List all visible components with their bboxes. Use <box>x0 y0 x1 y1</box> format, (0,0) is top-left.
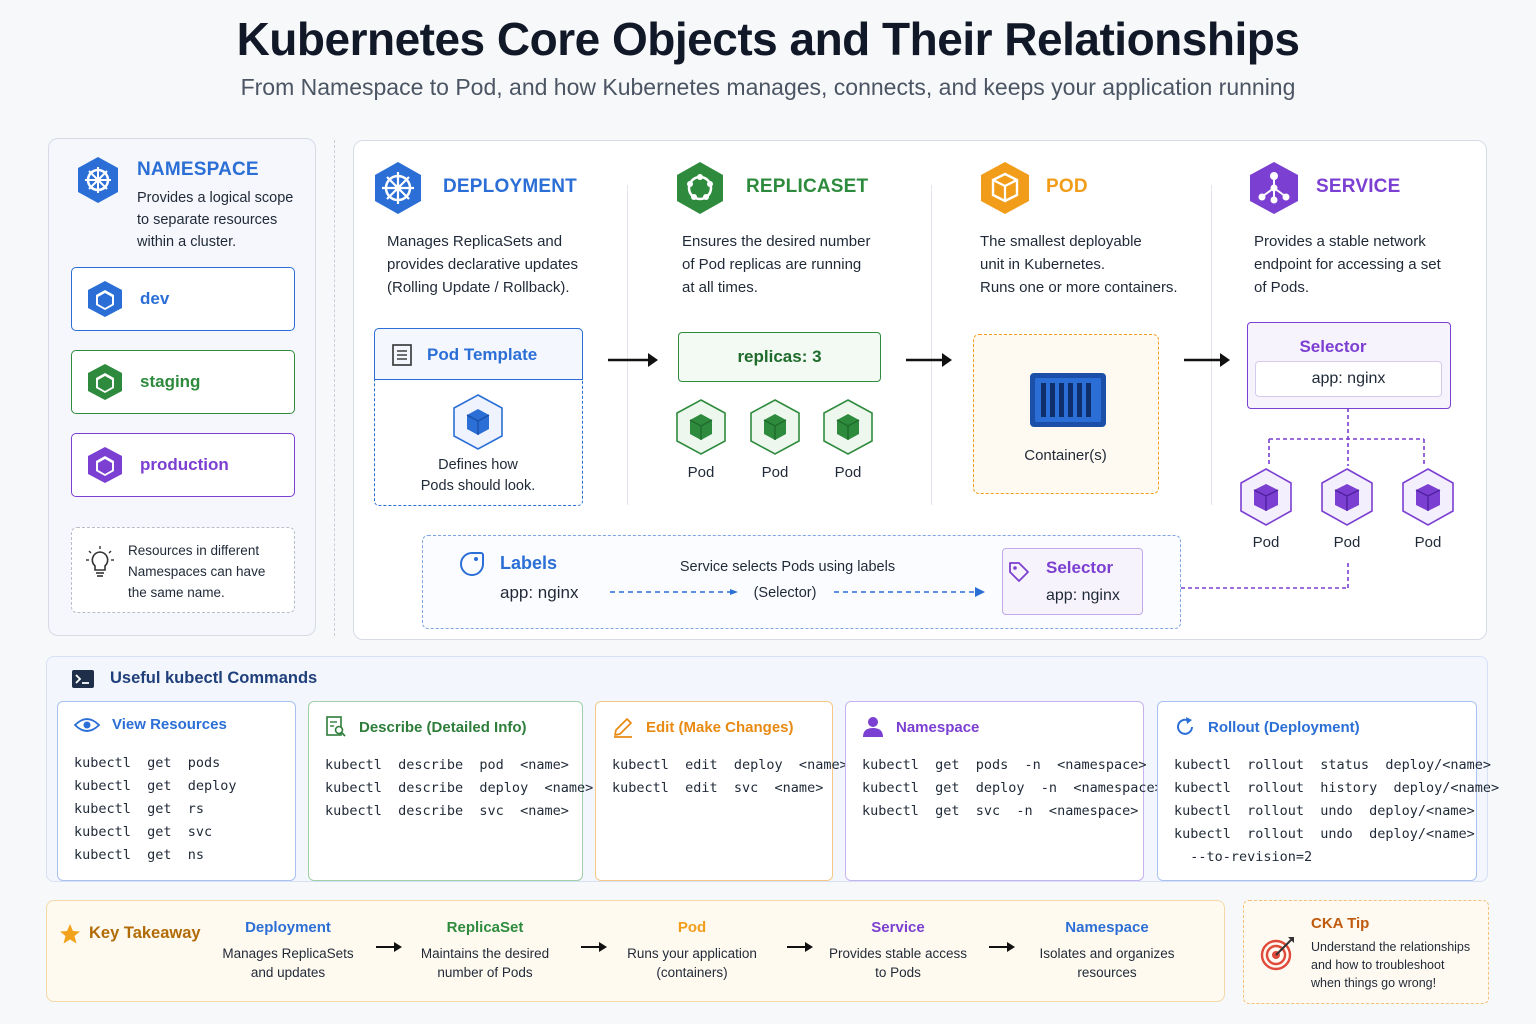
column-divider <box>931 185 932 505</box>
namespace-chip-production[interactable]: production <box>71 433 295 497</box>
selector-connector <box>1268 408 1425 466</box>
service-selector: Selector app: nginx <box>1247 322 1451 409</box>
separator <box>334 140 335 636</box>
pod-label: Pod <box>761 464 789 481</box>
column-divider <box>627 185 628 505</box>
arrow-icon <box>906 353 952 367</box>
labels-value: app: nginx <box>500 583 579 602</box>
commands-title: Useful kubectl Commands <box>110 669 318 687</box>
labels-middle-sub: (Selector) <box>753 585 817 601</box>
replicas-box: replicas: 3 <box>678 332 881 382</box>
pod-icon <box>750 399 800 455</box>
pencil-icon <box>614 718 632 738</box>
cmd-group-rollout: Rollout (Deployment) kubectl rollout sta… <box>1157 701 1499 881</box>
cka-desc: Understand the relationships and how to … <box>1311 940 1471 990</box>
replicaset-icon <box>677 162 723 214</box>
pod-template: Pod Template Defines how Pods should loo… <box>373 327 583 506</box>
cmd-group-view: View Resources kubectl get pods kubectl … <box>57 701 296 881</box>
labels-selector: Selector app: nginx <box>1002 548 1143 615</box>
cmd-group-edit: Edit (Make Changes) kubectl edit deploy … <box>595 701 848 881</box>
replicaset-desc: Ensures the desired number of Pod replic… <box>682 233 871 296</box>
container-box: Container(s) <box>973 334 1159 494</box>
cube-icon <box>88 364 122 400</box>
arrow-icon <box>581 942 607 952</box>
labels-middle-text: Service selects Pods using labels <box>679 559 896 575</box>
cka-title: CKA Tip <box>1311 915 1370 932</box>
page-subtitle: From Namespace to Pod, and how Kubernete… <box>240 74 1296 100</box>
arrow-icon <box>608 353 658 367</box>
cube-icon <box>453 394 503 450</box>
takeaway-deployment: Deployment Manages ReplicaSets and updat… <box>222 919 354 980</box>
commands-panel: Useful kubectl Commands View Resources k… <box>46 656 1499 882</box>
key-takeaway-panel: Key Takeaway Deployment Manages ReplicaS… <box>46 900 1225 1002</box>
tag-icon <box>1009 562 1029 582</box>
namespace-tip: Resources in different Namespaces can ha… <box>71 527 295 613</box>
key-takeaway-title: Key Takeaway <box>89 924 201 942</box>
takeaway-service: Service Provides stable access to Pods <box>828 919 968 980</box>
terminal-icon <box>72 670 94 688</box>
cube-icon <box>88 281 122 317</box>
refresh-icon <box>1177 717 1193 735</box>
pod-icon <box>1240 468 1292 526</box>
pod-title: POD <box>1046 176 1088 197</box>
service-title: SERVICE <box>1316 176 1401 197</box>
pod-icon <box>823 399 873 455</box>
cmd-group-describe: Describe (Detailed Info) kubectl describ… <box>308 701 593 881</box>
namespace-chip-dev[interactable]: dev <box>71 267 295 331</box>
page-title: Kubernetes Core Objects and Their Relati… <box>236 13 1300 65</box>
pod-template-desc: Defines how Pods should look. <box>420 457 536 494</box>
eye-icon <box>74 717 100 732</box>
pod-label: Pod <box>687 464 715 481</box>
cka-tip: CKA Tip Understand the relationships and… <box>1243 900 1489 1004</box>
service-icon <box>1250 162 1298 214</box>
cube-icon <box>88 447 122 483</box>
pod-desc: The smallest deployable unit in Kubernet… <box>980 233 1178 296</box>
pod-label: Pod <box>1252 534 1280 551</box>
deployment-icon <box>375 162 421 214</box>
container-label: Container(s) <box>1024 447 1107 464</box>
target-icon <box>1260 937 1294 971</box>
container-icon <box>1030 373 1106 427</box>
replicaset-title: REPLICASET <box>746 176 869 197</box>
labels-title: Labels <box>500 553 558 573</box>
document-icon <box>392 344 412 366</box>
document-search-icon <box>326 716 346 737</box>
namespace-title: NAMESPACE <box>137 159 259 180</box>
dashed-arrow <box>610 587 985 597</box>
namespace-chip-staging[interactable]: staging <box>71 350 295 414</box>
cmd-group-namespace: Namespace kubectl get pods -n <namespace… <box>845 701 1163 881</box>
pod-icon <box>676 399 726 455</box>
namespace-desc: Provides a logical scope to separate res… <box>137 190 294 250</box>
arrow-icon <box>787 942 813 952</box>
deployment-desc: Manages ReplicaSets and provides declara… <box>387 233 578 296</box>
arrow-icon <box>989 942 1015 952</box>
namespace-icon <box>78 157 118 203</box>
pod-label: Pod <box>834 464 862 481</box>
tag-icon <box>460 552 484 576</box>
arrow-icon <box>1184 353 1230 367</box>
takeaway-replicaset: ReplicaSet Maintains the desired number … <box>420 919 550 980</box>
pod-template-title: Pod Template <box>427 345 538 364</box>
lightbulb-icon <box>86 546 114 577</box>
column-divider <box>1211 185 1212 505</box>
selector-link <box>1181 560 1349 589</box>
pod-label: Pod <box>1333 534 1361 551</box>
pod-icon <box>1321 468 1373 526</box>
deployment-title: DEPLOYMENT <box>443 176 577 197</box>
service-desc: Provides a stable network endpoint for a… <box>1254 233 1441 296</box>
takeaway-namespace: Namespace Isolates and organizes resourc… <box>1039 919 1175 980</box>
pod-header-icon <box>981 162 1029 214</box>
user-icon <box>863 717 883 737</box>
takeaway-pod: Pod Runs your application (containers) <box>627 919 757 980</box>
pod-label: Pod <box>1414 534 1442 551</box>
arrow-icon <box>376 942 402 952</box>
namespace-panel: NAMESPACE Provides a logical scope to se… <box>48 138 316 636</box>
star-icon <box>60 924 80 944</box>
pod-icon <box>1402 468 1454 526</box>
